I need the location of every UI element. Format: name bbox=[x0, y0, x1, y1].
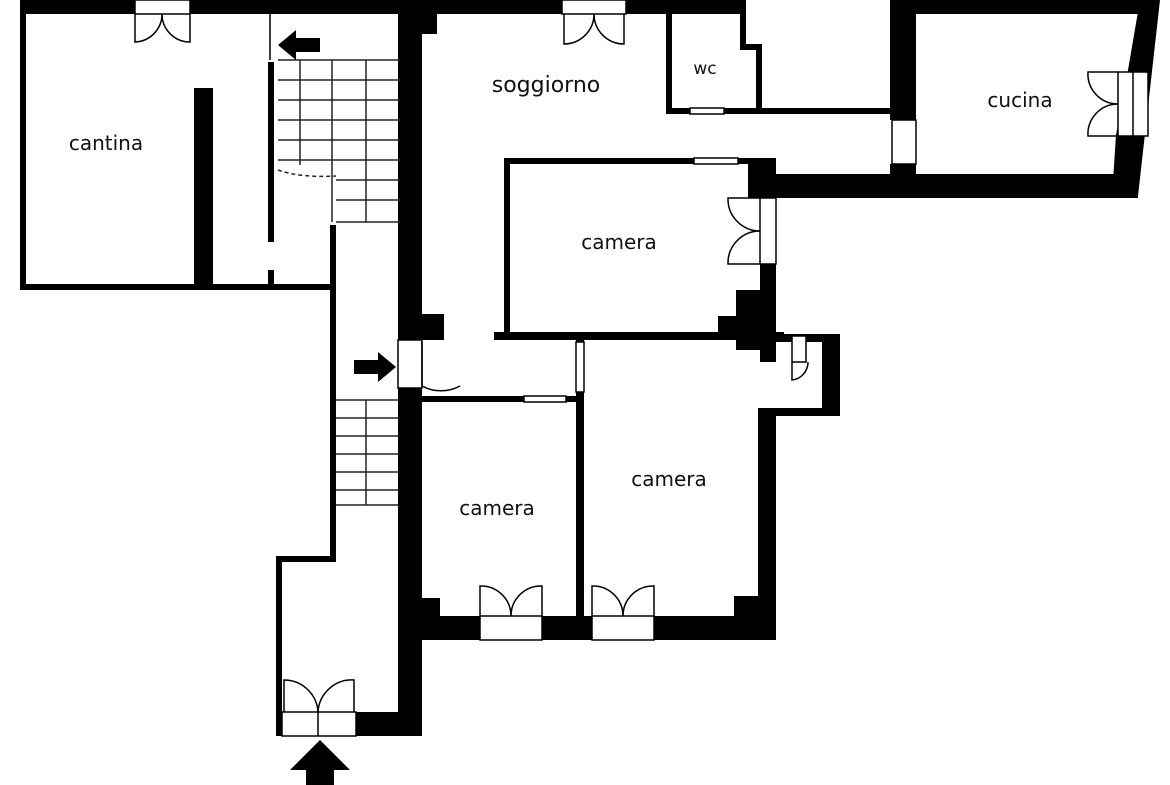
window-camera1-top bbox=[693, 157, 739, 165]
wall-camera2-corner bbox=[420, 598, 440, 618]
wall-top-soggiorno-right bbox=[626, 0, 746, 14]
wall-camera1-corner-2 bbox=[718, 316, 748, 340]
wall-wc-right bbox=[740, 14, 746, 50]
wall-kitchen-left bbox=[890, 0, 916, 120]
room-label-camera-right: camera bbox=[631, 467, 707, 491]
wall-camera1-left bbox=[504, 158, 510, 338]
wall-top-soggiorno-left bbox=[402, 0, 562, 14]
arrow-up-icon bbox=[290, 740, 350, 785]
wall-wc-bottom bbox=[666, 108, 894, 114]
wall-top-stair bbox=[190, 0, 402, 14]
wall-stair-divider-low bbox=[268, 270, 274, 284]
wall-camera1-right-top bbox=[748, 158, 776, 198]
wall-hall-bottom bbox=[420, 396, 524, 402]
wall-stair-divider bbox=[268, 62, 274, 242]
wall-camera-divider-2 bbox=[576, 392, 584, 638]
wall-cantina-left bbox=[20, 0, 26, 290]
window-hall bbox=[523, 395, 567, 403]
window-wc-sill bbox=[689, 107, 725, 115]
wall-camera2-bottom-left bbox=[420, 616, 480, 640]
openings bbox=[134, 0, 1149, 737]
wall-top-kitchen bbox=[895, 0, 1157, 14]
door-hall-opening bbox=[397, 339, 423, 389]
room-label-wc: wc bbox=[693, 59, 716, 79]
wall-main-nib bbox=[402, 12, 437, 34]
wall-cantina-bottom bbox=[20, 284, 332, 290]
door-camera-divider-opening bbox=[575, 341, 585, 393]
wall-main-lower bbox=[398, 388, 422, 736]
window-camera2 bbox=[479, 615, 543, 641]
wall-cantina-pillar bbox=[194, 88, 213, 284]
window-soggiorno bbox=[561, 0, 627, 15]
closet-door-opening bbox=[791, 335, 807, 363]
wall-main-nib-2 bbox=[420, 314, 444, 340]
wall-corridor-inner bbox=[330, 225, 336, 560]
upper-staircase bbox=[277, 59, 400, 223]
walls bbox=[20, 0, 1160, 736]
window-cantina bbox=[134, 0, 191, 15]
wall-closet-right bbox=[822, 334, 840, 416]
window-camera3 bbox=[591, 615, 655, 641]
wall-kitchen-bottom bbox=[760, 174, 1138, 198]
wall-wc-left bbox=[666, 14, 672, 114]
arrow-left-icon bbox=[278, 30, 320, 60]
wall-entrance-left bbox=[276, 556, 282, 736]
wall-camera3-corner bbox=[734, 596, 760, 620]
wall-corridor-step bbox=[276, 556, 336, 562]
wall-top-left bbox=[20, 0, 135, 14]
room-label-soggiorno: soggiorno bbox=[492, 73, 601, 98]
arrow-right-icon bbox=[354, 352, 396, 382]
lower-staircase bbox=[336, 399, 398, 506]
wall-main-upper bbox=[398, 0, 422, 340]
door-kitchen-opening bbox=[891, 119, 917, 165]
wall-wc-right-3 bbox=[756, 44, 762, 110]
wall-entrance-bottom-right bbox=[356, 712, 422, 736]
wall-camera2-bottom-right bbox=[542, 616, 592, 640]
door-entrance-opening bbox=[281, 711, 357, 737]
wall-camera1-top bbox=[504, 158, 694, 164]
window-camera1-right bbox=[759, 197, 777, 265]
wall-camera1-bottom bbox=[494, 332, 784, 340]
wall-hall-bottom-2 bbox=[566, 396, 582, 402]
room-label-cantina: cantina bbox=[69, 131, 143, 155]
room-label-cucina: cucina bbox=[987, 88, 1052, 112]
wall-wc-right-2 bbox=[740, 44, 762, 50]
wall-closet-bottom bbox=[760, 408, 840, 416]
wall-camera3-right bbox=[758, 408, 776, 640]
door-swings bbox=[134, 13, 1119, 713]
room-label-camera-top: camera bbox=[581, 230, 657, 254]
room-label-camera-left: camera bbox=[459, 496, 535, 520]
